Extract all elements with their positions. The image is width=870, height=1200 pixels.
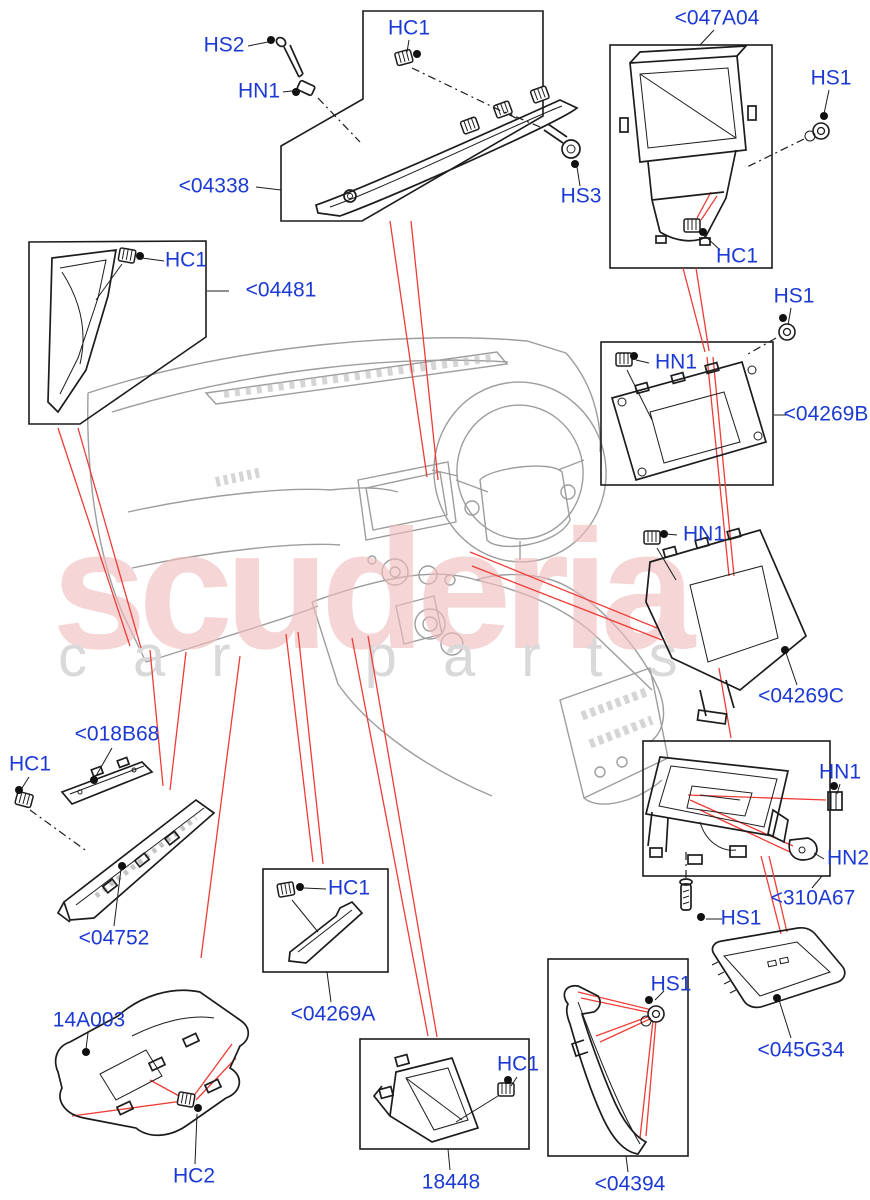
label-045G34: <045G34 — [758, 1039, 845, 1062]
hs1-top-right-screw — [744, 112, 830, 169]
box-04394 — [547, 958, 689, 1157]
label-hc1-047A04: HC1 — [716, 245, 758, 268]
part-018B68-bracket — [60, 756, 154, 806]
label-hs1-tr: HS1 — [811, 67, 852, 90]
box-04269A — [262, 868, 389, 973]
label-hs1-310A67: HS1 — [721, 907, 762, 930]
part-04752-trim — [56, 798, 216, 923]
box-047A04 — [609, 44, 773, 269]
label-04481: <04481 — [246, 279, 317, 302]
hs2-screw — [267, 36, 304, 78]
label-hn1-310A67: HN1 — [819, 761, 861, 784]
hs1-310A67-screw — [679, 852, 705, 921]
label-hn1-04269B: HN1 — [655, 351, 697, 374]
label-14A003: 14A003 — [53, 1009, 125, 1032]
part-labels: HS2 HN1 HC1 <04338 HS3 <047A04 HS1 HC1 H… — [9, 7, 869, 1196]
label-hc1-18448: HC1 — [497, 1053, 539, 1076]
label-310A67: <310A67 — [771, 887, 856, 910]
label-hs1-04269B: HS1 — [774, 285, 815, 308]
label-hs3: HS3 — [561, 185, 602, 208]
part-04338-trim — [314, 84, 579, 217]
label-hc1-04269A: HC1 — [328, 877, 370, 900]
box-04338 — [280, 10, 544, 222]
watermark-tagline: car parts — [58, 624, 724, 689]
label-hn2-310A67: HN2 — [827, 847, 869, 870]
part-04269A-trim — [276, 880, 364, 964]
hs3-screw — [504, 111, 581, 168]
box-18448 — [359, 1038, 530, 1150]
part-04481-panel — [47, 246, 144, 414]
part-045G34-mat — [711, 926, 846, 1009]
label-04269B: <04269B — [784, 403, 869, 426]
label-18448: 18448 — [422, 1171, 480, 1194]
hs1-04269B-screw — [747, 314, 796, 355]
part-boxes — [28, 10, 831, 1157]
dashboard-illustration — [87, 337, 669, 805]
label-047A04: <047A04 — [675, 7, 760, 30]
label-04394: <04394 — [595, 1173, 666, 1196]
box-04481 — [28, 240, 207, 425]
label-04752: <04752 — [79, 927, 150, 950]
label-hc1-top: HC1 — [388, 17, 430, 40]
part-04394-trim — [563, 984, 665, 1155]
label-hc1-left: HC1 — [9, 753, 51, 776]
label-hn1-04269C: HN1 — [683, 523, 725, 546]
part-04269C-bracket — [643, 527, 808, 725]
part-18448-panel — [372, 1053, 515, 1143]
label-04269A: <04269A — [291, 1003, 376, 1026]
label-hs1-04394: HS1 — [651, 973, 692, 996]
part-310A67-console-tray — [644, 756, 843, 865]
label-leader-lines — [21, 29, 841, 1173]
part-14A003-insulator — [54, 989, 250, 1137]
label-04269C: <04269C — [758, 685, 844, 708]
label-hs2: HS2 — [204, 34, 245, 57]
hn1-top-nut — [292, 79, 361, 143]
box-310A67 — [642, 740, 831, 877]
hc1-left-clip — [13, 786, 89, 853]
part-047A04-unit — [619, 45, 757, 246]
box-04269B — [600, 341, 774, 486]
label-hc2: HC2 — [173, 1165, 215, 1188]
watermark-brand: scuderia — [52, 495, 697, 685]
hc1-top-clip — [393, 48, 521, 121]
label-hc1-04481: HC1 — [165, 249, 207, 272]
part-04269B-bracket — [610, 352, 768, 482]
label-hn1-top: HN1 — [238, 80, 280, 103]
hc2-clip — [176, 1090, 202, 1112]
label-018B68: <018B68 — [75, 723, 160, 746]
label-04338: <04338 — [179, 175, 250, 198]
